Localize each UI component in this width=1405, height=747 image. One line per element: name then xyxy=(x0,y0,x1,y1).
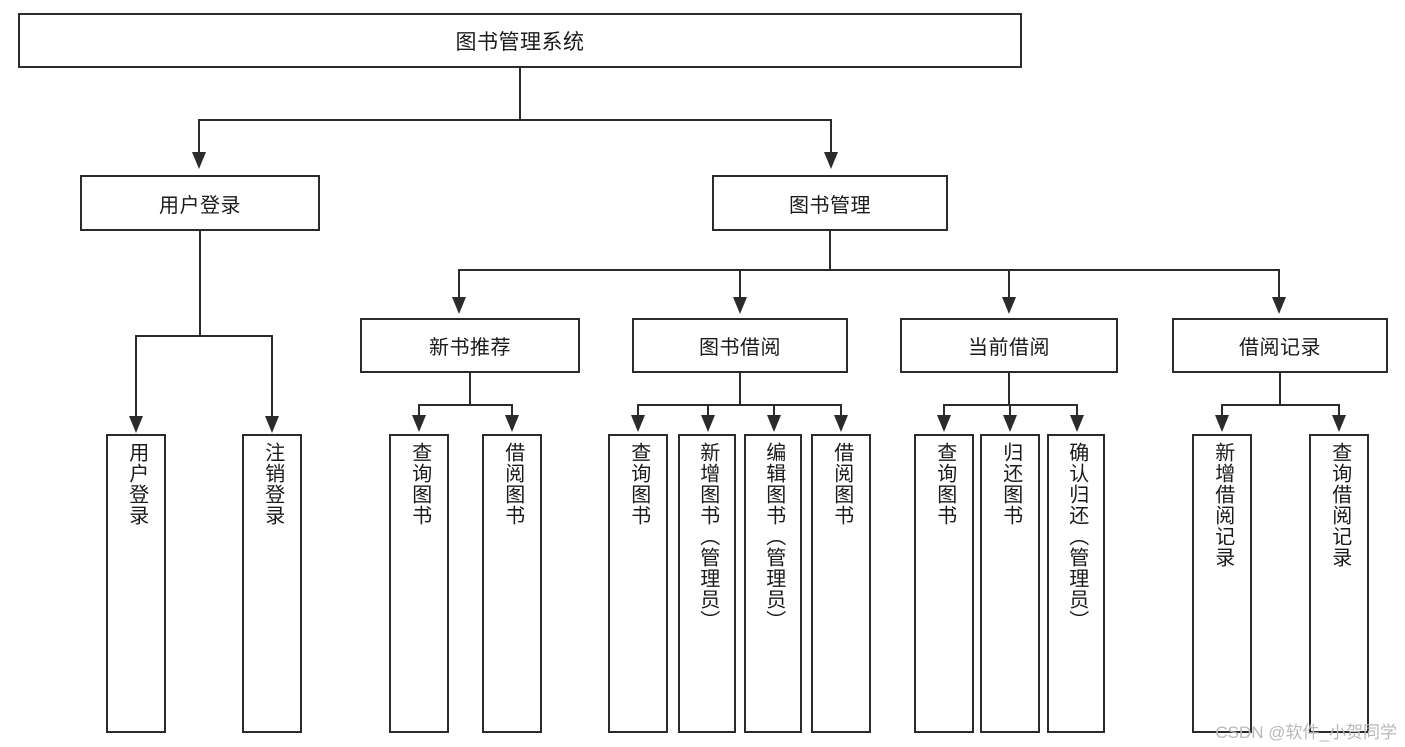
arrow-bb-to-leaf-1 xyxy=(631,415,645,432)
connector-new-book-bar xyxy=(418,404,513,406)
node-label: 归还图书 xyxy=(999,442,1022,526)
connector-user-login-to-leaf-1 xyxy=(135,335,137,419)
connector-book-borrow-stem xyxy=(739,373,741,406)
arrow-bm-to-new-book xyxy=(452,297,466,314)
arrow-new-book-to-leaf-1 xyxy=(412,415,426,432)
connector-book-management-stem xyxy=(829,231,831,271)
leaf-current-borrow-confirm-admin[interactable]: 确认归还（管理员） xyxy=(1047,434,1105,733)
node-borrow-record[interactable]: 借阅记录 xyxy=(1172,318,1388,373)
connector-root-bar xyxy=(198,119,832,121)
connector-bb-to-leaf-4 xyxy=(840,404,842,420)
connector-cb-to-leaf-2 xyxy=(1009,404,1011,420)
leaf-user-login-login[interactable]: 用户登录 xyxy=(106,434,166,733)
node-label: 新增借阅记录 xyxy=(1211,442,1234,568)
connector-bm-to-new-book xyxy=(458,269,460,300)
leaf-borrow-record-query[interactable]: 查询借阅记录 xyxy=(1309,434,1369,733)
leaf-book-borrow-borrow[interactable]: 借阅图书 xyxy=(811,434,871,733)
connector-br-to-leaf-1 xyxy=(1221,404,1223,420)
connector-bm-to-book-borrow xyxy=(739,269,741,300)
arrow-bm-to-current-borrow xyxy=(1002,297,1016,314)
node-label: 查询图书 xyxy=(627,442,650,526)
node-book-management[interactable]: 图书管理 xyxy=(712,175,948,231)
node-root-system[interactable]: 图书管理系统 xyxy=(18,13,1022,68)
connector-bm-to-current-borrow xyxy=(1008,269,1010,300)
node-label: 图书管理 xyxy=(789,194,871,217)
connector-bb-to-leaf-2 xyxy=(707,404,709,420)
connector-br-to-leaf-2 xyxy=(1338,404,1340,420)
arrow-bb-to-leaf-2 xyxy=(701,415,715,432)
leaf-book-borrow-edit-admin[interactable]: 编辑图书（管理员） xyxy=(744,434,802,733)
arrow-new-book-to-leaf-2 xyxy=(505,415,519,432)
connector-bm-to-borrow-record xyxy=(1278,269,1280,300)
node-new-book-recommend[interactable]: 新书推荐 xyxy=(360,318,580,373)
connector-bb-to-leaf-3 xyxy=(773,404,775,420)
node-book-borrow[interactable]: 图书借阅 xyxy=(632,318,848,373)
connector-bb-to-leaf-1 xyxy=(637,404,639,420)
connector-new-book-stem xyxy=(469,373,471,406)
connector-current-borrow-stem xyxy=(1008,373,1010,406)
connector-root-to-book-manage xyxy=(830,119,832,155)
node-label: 编辑图书（管理员） xyxy=(762,442,785,631)
leaf-book-borrow-add-admin[interactable]: 新增图书（管理员） xyxy=(678,434,736,733)
arrow-cb-to-leaf-2 xyxy=(1003,415,1017,432)
connector-root-stem xyxy=(519,68,521,120)
connector-user-login-to-leaf-2 xyxy=(271,335,273,419)
arrow-root-to-user-login xyxy=(192,152,206,169)
connector-cb-to-leaf-3 xyxy=(1076,404,1078,420)
arrow-cb-to-leaf-3 xyxy=(1070,415,1084,432)
node-user-login[interactable]: 用户登录 xyxy=(80,175,320,231)
node-label: 新增图书（管理员） xyxy=(696,442,719,631)
node-label: 注销登录 xyxy=(261,442,284,526)
leaf-new-book-borrow[interactable]: 借阅图书 xyxy=(482,434,542,733)
connector-user-login-bar xyxy=(135,335,273,337)
node-label: 用户登录 xyxy=(125,442,148,526)
connector-new-book-to-leaf-2 xyxy=(511,404,513,420)
node-label: 查询图书 xyxy=(408,442,431,526)
node-label: 借阅图书 xyxy=(830,442,853,526)
node-label: 确认归还（管理员） xyxy=(1065,442,1088,631)
node-label: 图书管理系统 xyxy=(455,30,585,54)
connector-new-book-to-leaf-1 xyxy=(418,404,420,420)
connector-borrow-record-bar xyxy=(1221,404,1339,406)
arrow-bb-to-leaf-3 xyxy=(767,415,781,432)
node-current-borrow[interactable]: 当前借阅 xyxy=(900,318,1118,373)
leaf-borrow-record-add[interactable]: 新增借阅记录 xyxy=(1192,434,1252,733)
node-label: 查询借阅记录 xyxy=(1328,442,1351,568)
arrow-bm-to-borrow-record xyxy=(1272,297,1286,314)
leaf-book-borrow-query[interactable]: 查询图书 xyxy=(608,434,668,733)
node-label: 借阅记录 xyxy=(1239,337,1321,359)
connector-cb-to-leaf-1 xyxy=(943,404,945,420)
node-label: 借阅图书 xyxy=(501,442,524,526)
node-label: 当前借阅 xyxy=(968,337,1050,359)
arrow-bm-to-book-borrow xyxy=(733,297,747,314)
connector-borrow-record-stem xyxy=(1279,373,1281,406)
leaf-current-borrow-return[interactable]: 归还图书 xyxy=(980,434,1040,733)
leaf-current-borrow-query[interactable]: 查询图书 xyxy=(914,434,974,733)
node-label: 新书推荐 xyxy=(429,337,511,359)
arrow-user-login-to-leaf-1 xyxy=(129,416,143,433)
connector-book-borrow-bar xyxy=(637,404,841,406)
node-label: 查询图书 xyxy=(933,442,956,526)
leaf-user-login-logout[interactable]: 注销登录 xyxy=(242,434,302,733)
arrow-user-login-to-leaf-2 xyxy=(265,416,279,433)
leaf-new-book-query[interactable]: 查询图书 xyxy=(389,434,449,733)
arrow-cb-to-leaf-1 xyxy=(937,415,951,432)
connector-user-login-stem xyxy=(199,231,201,336)
arrow-br-to-leaf-1 xyxy=(1215,415,1229,432)
connector-root-to-user-login xyxy=(198,119,200,155)
arrow-br-to-leaf-2 xyxy=(1332,415,1346,432)
node-label: 用户登录 xyxy=(159,194,241,217)
arrow-root-to-book-manage xyxy=(824,152,838,169)
arrow-bb-to-leaf-4 xyxy=(834,415,848,432)
connector-book-management-bar xyxy=(458,269,1280,271)
node-label: 图书借阅 xyxy=(699,337,781,359)
watermark-text: CSDN @软件_小贺同学 xyxy=(1215,723,1397,742)
